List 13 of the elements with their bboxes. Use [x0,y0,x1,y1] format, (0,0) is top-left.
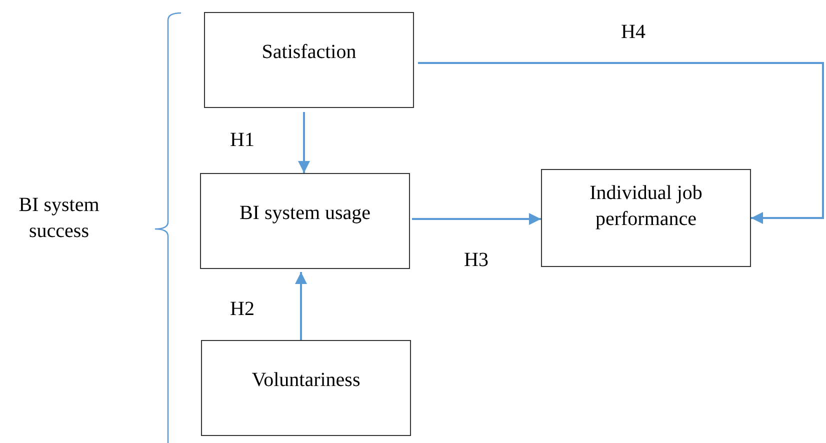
group-label: BI system success [18,193,100,244]
construct-label: Satisfaction [260,40,358,65]
construct-label: Individual job performance [588,181,704,232]
arrow [418,62,824,224]
arrow [298,112,310,173]
construct-label: BI system usage [238,201,372,226]
construct-box [201,340,411,436]
construct-box [541,169,751,267]
construct-box [204,12,414,108]
construct-label: Voluntariness [250,368,362,393]
arrow [412,213,541,225]
construct-box [200,173,410,269]
arrow [295,272,307,340]
